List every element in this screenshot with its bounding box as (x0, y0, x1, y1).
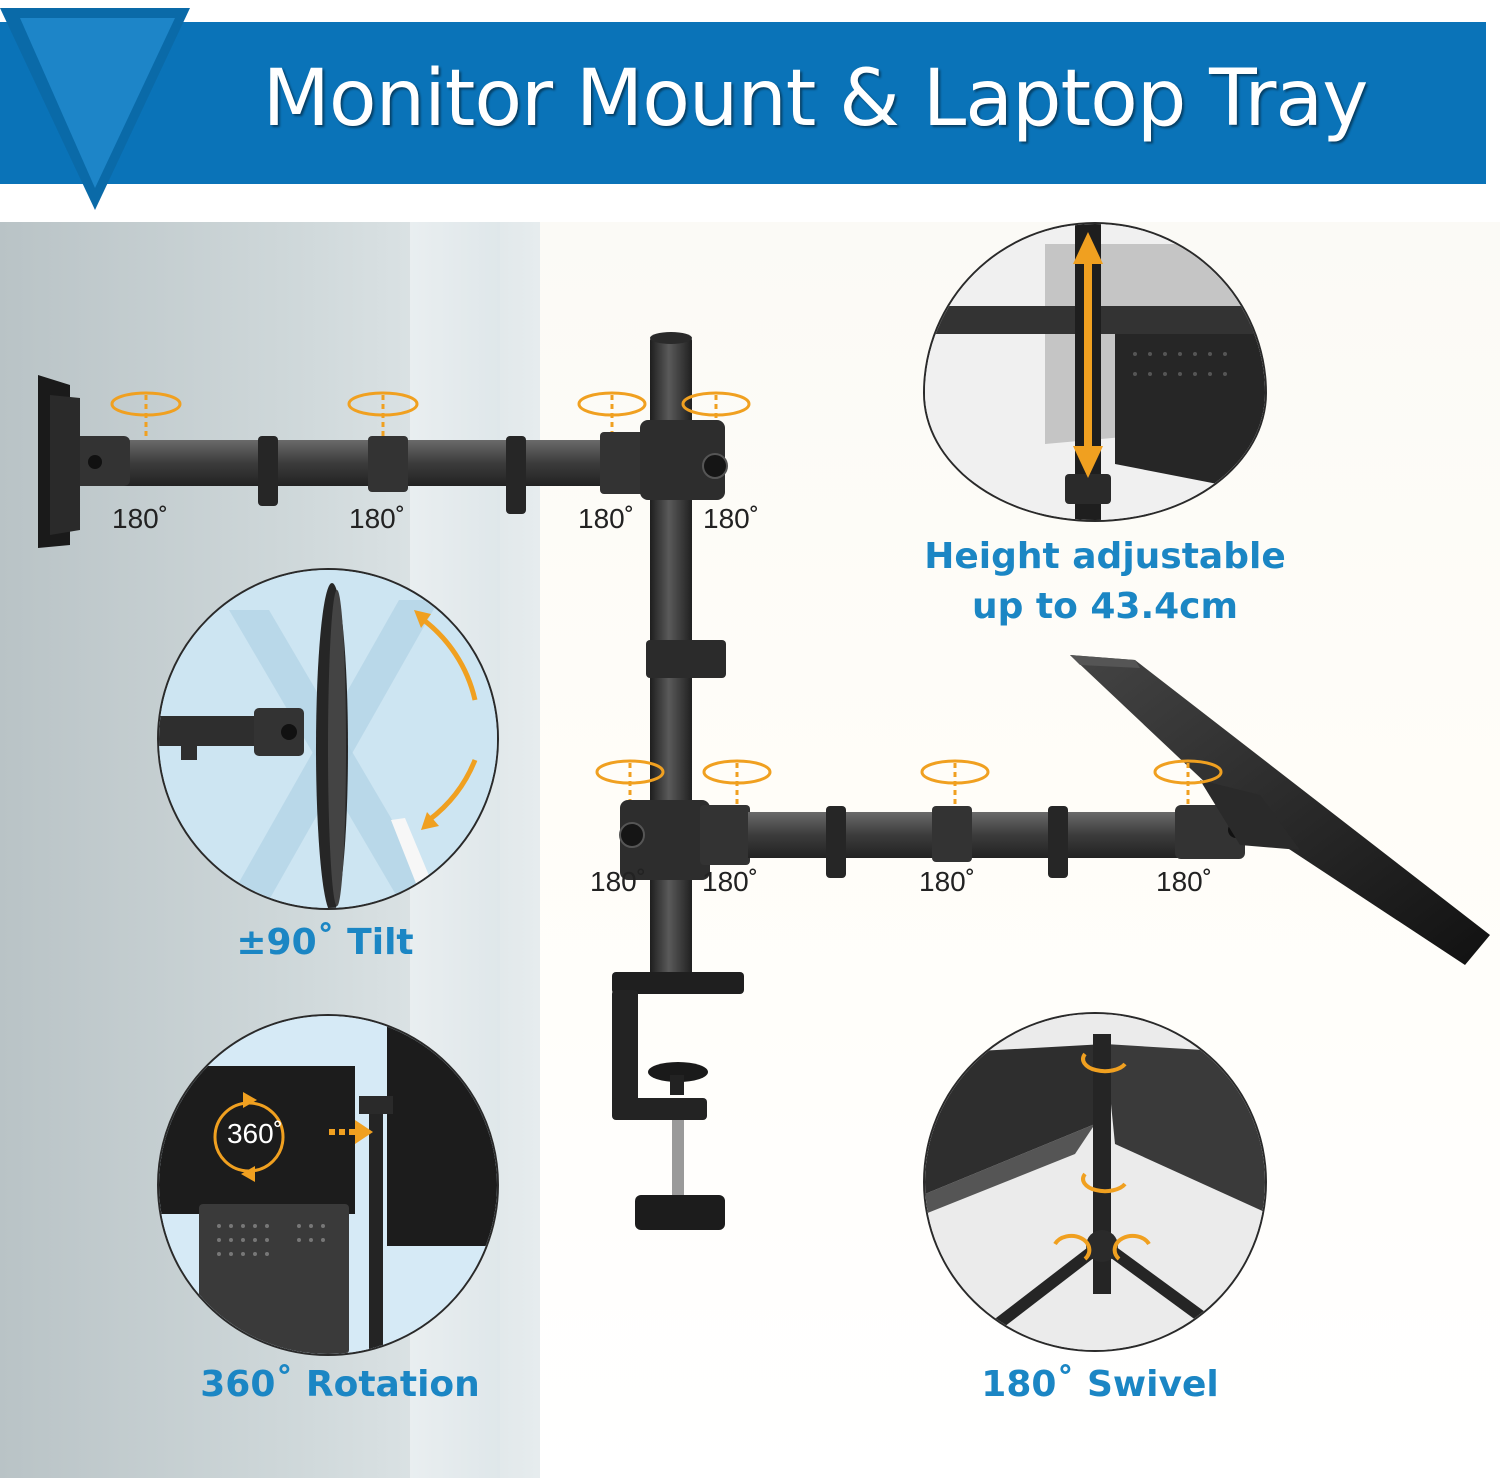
lower-arm-angle-2: 180˚ (702, 866, 759, 897)
monitor-mount-illustration (38, 332, 1490, 1230)
tilt-detail-image (159, 570, 497, 908)
banner-title: Monitor Mount & Laptop Tray (262, 54, 1369, 144)
swivel-detail-circle (923, 1012, 1267, 1352)
rotation-caption: 360˚ Rotation (200, 1364, 480, 1405)
title-banner (0, 22, 1486, 184)
tilt-detail-circle (157, 568, 499, 910)
rotation-detail-circle (157, 1014, 499, 1356)
swivel-caption: 180˚ Swivel (981, 1364, 1219, 1405)
upper-arm-angle-1: 180˚ (112, 503, 169, 534)
banner-triangle-icon (0, 8, 190, 210)
rotation-badge: 360˚ (226, 1118, 284, 1149)
upper-arm-angle-4: 180˚ (703, 503, 760, 534)
upper-arm-angle-2: 180˚ (349, 503, 406, 534)
lower-arm-angle-4: 180˚ (1156, 866, 1213, 897)
swivel-detail-image (925, 1014, 1265, 1350)
height-detail-circle (923, 222, 1267, 522)
lower-arm-angle-3: 180˚ (919, 866, 976, 897)
height-caption-line2: up to 43.4cm (971, 586, 1239, 627)
rotation-detail-image (159, 1016, 497, 1354)
height-detail-image (925, 224, 1265, 520)
upper-arm-angle-3: 180˚ (578, 503, 635, 534)
tilt-caption: ±90˚ Tilt (236, 922, 414, 963)
lower-arm-angle-1: 180˚ (590, 866, 647, 897)
height-caption-line1: Height adjustable (924, 536, 1286, 577)
